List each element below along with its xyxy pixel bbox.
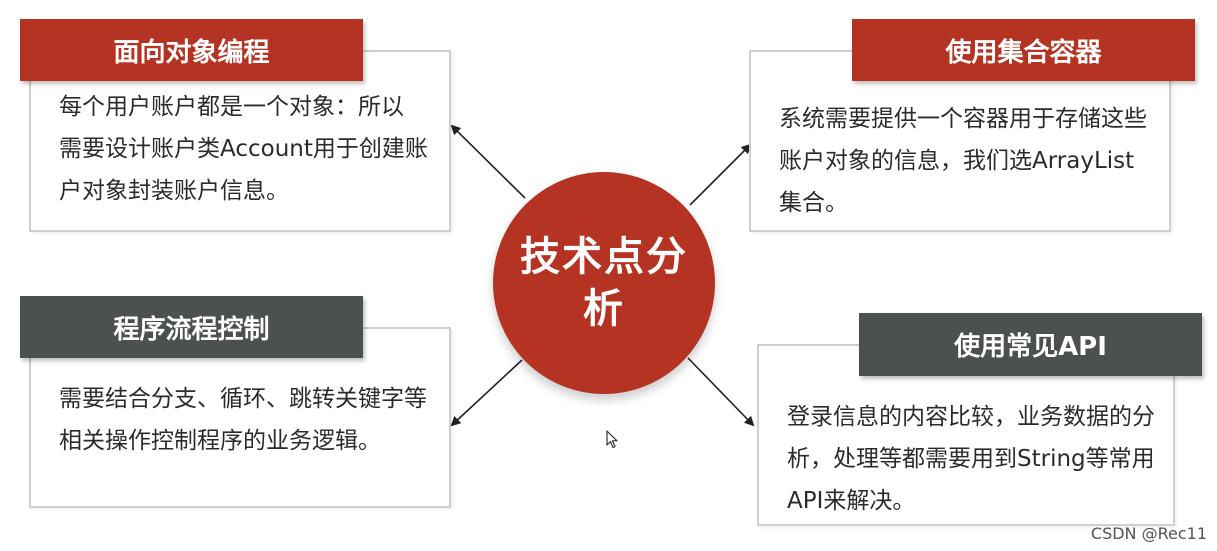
mouse-cursor-icon (606, 430, 618, 449)
flow-description: 需要结合分支、循环、跳转关键字等 相关操作控制程序的业务逻辑。 (59, 386, 427, 454)
arrow-to-api (687, 357, 755, 427)
arrow-to-flow (450, 359, 523, 427)
watermark: CSDN @Rec11 (1090, 524, 1207, 543)
oop-header: 面向对象编程 (20, 19, 363, 81)
arrow-to-oop (450, 124, 526, 199)
arrow-to-container (689, 143, 752, 206)
container-header: 使用集合容器 (852, 19, 1195, 81)
center-title: 技术点分析 (520, 234, 688, 332)
container-description: 系统需要提供一个容器用于存储这些 账户对象的信息，我们选ArrayList 集合… (779, 106, 1147, 216)
center-circle: 技术点分析 (493, 172, 715, 394)
flow-header: 程序流程控制 (20, 296, 363, 358)
api-header: 使用常见API (859, 313, 1202, 376)
flow-title: 程序流程控制 (113, 314, 270, 345)
api-description: 登录信息的内容比较，业务数据的分 析，处理等都需要用到String等常用 API… (787, 404, 1155, 514)
api-title: 使用常见API (954, 332, 1107, 362)
container-title: 使用集合容器 (945, 37, 1102, 68)
oop-description: 每个用户账户都是一个对象：所以 需要设计账户类Account用于创建账 户对象封… (59, 94, 428, 204)
oop-title: 面向对象编程 (113, 37, 270, 68)
